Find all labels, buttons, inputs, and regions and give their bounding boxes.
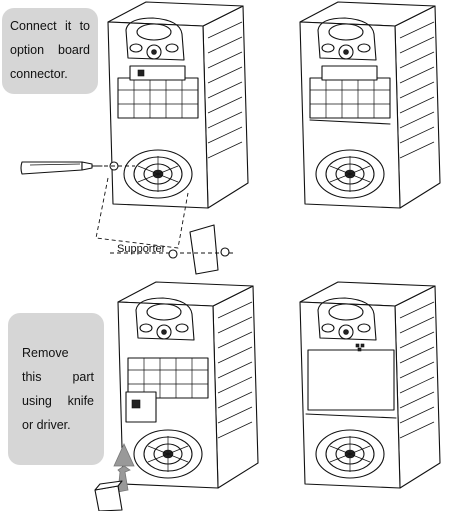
callout-remove-line-4: or driver. [22,418,71,432]
inverter-assembled-view [299,1,441,209]
screw-icon [104,161,135,171]
screwdriver-icon [20,161,103,175]
inverter-closed-view [299,281,441,489]
callout-connect-line-1: Connect it to [10,19,90,33]
callout-remove-line-2: this part [22,370,94,384]
inverter-exploded-view [95,1,249,249]
inverter-knockout-view [117,281,259,489]
callout-connect: Connect it to option board connector. [2,8,98,94]
callout-remove: Remove this part using knife or driver. [8,313,104,465]
callout-connect-line-3: connector. [10,67,68,81]
callout-remove-line-3: using knife [22,394,94,408]
callout-connect-line-2: option board [10,43,90,57]
removed-part-icon [94,480,123,511]
callout-remove-line-1: Remove [22,346,69,360]
supporter-label: Supporter [117,243,166,255]
insert-arrow-icon [117,465,131,493]
supporter-plate [110,224,235,275]
